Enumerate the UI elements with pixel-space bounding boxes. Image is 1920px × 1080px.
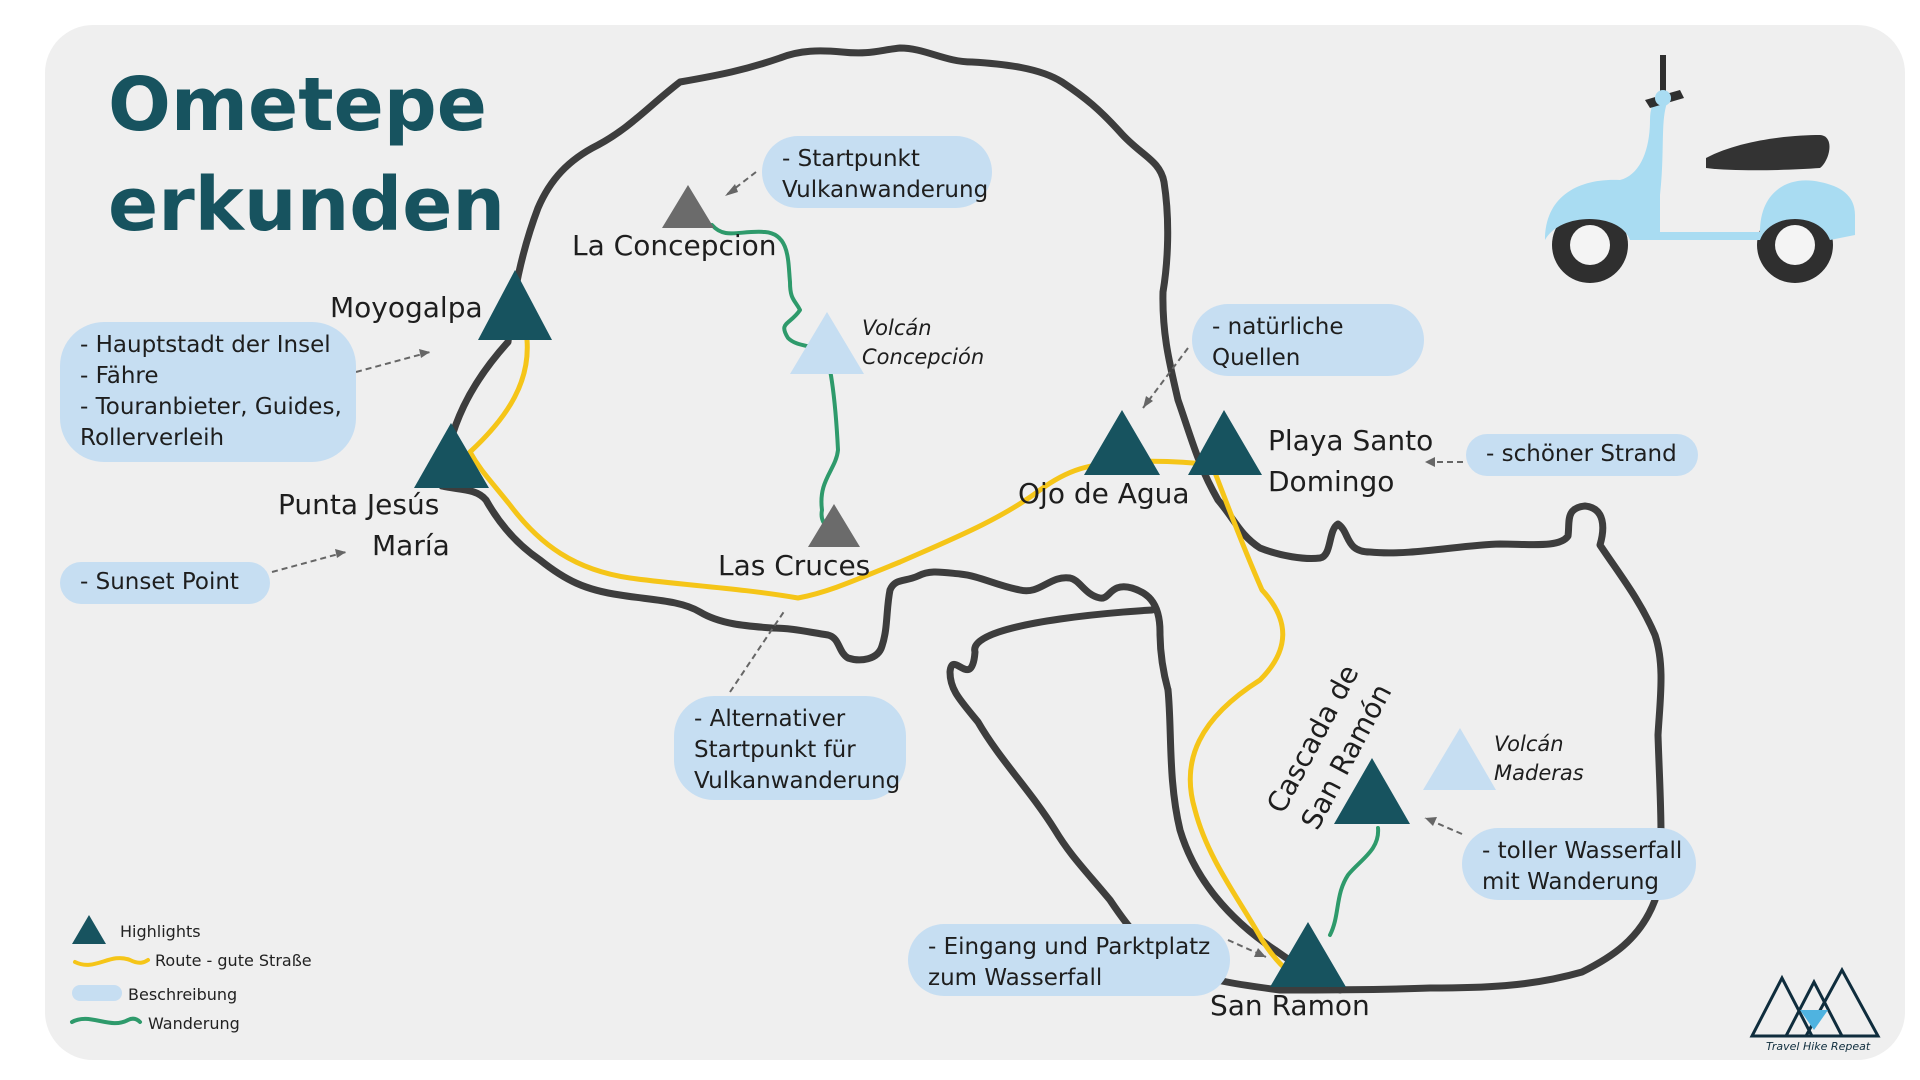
scooter-icon <box>1545 55 1855 283</box>
label-volcan-maderas-2: Maderas <box>1494 761 1584 786</box>
trail-concepcion <box>710 223 840 530</box>
coastline-maderas <box>438 482 1172 694</box>
label-punta-jesus-maria-1: Punta Jesús <box>278 488 440 521</box>
town-markers <box>662 185 860 547</box>
la-concepcion-town-icon <box>662 185 714 228</box>
san-ramon-highlight-icon <box>1270 922 1346 987</box>
label-punta-jesus-maria-2: María <box>372 529 450 562</box>
volcano-markers <box>790 312 1496 790</box>
label-playa-santo-domingo-2: Domingo <box>1268 465 1395 498</box>
note-line: Rollerverleih <box>80 425 225 451</box>
note-quellen: - natürliche Quellen <box>1192 304 1424 376</box>
note-alternativ: - Alternativer Startpunkt für Vulkanwand… <box>674 696 906 800</box>
note-line: - Touranbieter, Guides, <box>80 394 342 420</box>
note-line: - Hauptstadt der Insel <box>80 332 331 358</box>
note-startpunkt: - Startpunkt Vulkanwanderung <box>762 136 992 208</box>
note-line: - Eingang und Parktplatz <box>928 934 1211 960</box>
legend-beschreibung-swatch <box>72 985 122 1001</box>
note-line: zum Wasserfall <box>928 965 1103 991</box>
note-line: Vulkanwanderung <box>782 177 989 203</box>
label-volcan-concepcion-1: Volcán <box>862 316 932 340</box>
legend-highlight-icon <box>72 915 106 944</box>
legend-route-line <box>73 956 150 967</box>
note-line: - schöner Strand <box>1486 441 1677 467</box>
legend-route: Route - gute Straße <box>155 951 312 970</box>
note-line: - Fähre <box>80 363 159 389</box>
ojo-de-agua-highlight-icon <box>1084 410 1160 475</box>
mountains-logo-icon <box>1749 966 1881 1038</box>
label-san-ramon: San Ramon <box>1210 989 1370 1022</box>
label-playa-santo-domingo-1: Playa Santo <box>1268 424 1434 457</box>
label-moyogalpa: Moyogalpa <box>330 291 483 324</box>
cascada-highlight-icon <box>1334 758 1410 824</box>
volcan-concepcion-icon <box>790 312 864 374</box>
note-line: - Sunset Point <box>80 569 239 595</box>
label-ojo-de-agua: Ojo de Agua <box>1018 477 1190 510</box>
note-line: mit Wanderung <box>1482 869 1660 895</box>
note-sunset: - Sunset Point <box>60 562 270 604</box>
note-line: Startpunkt für <box>694 737 856 763</box>
title-line-2: erkunden <box>108 162 506 248</box>
legend-beschreibung: Beschreibung <box>128 985 238 1004</box>
logo-text: Travel Hike Repeat <box>1766 1040 1871 1053</box>
note-line: - toller Wasserfall <box>1482 838 1683 864</box>
trail-maderas <box>1328 826 1381 937</box>
legend-highlights: Highlights <box>120 922 201 941</box>
arrow-heads <box>335 184 1437 957</box>
note-line: - Startpunkt <box>782 146 920 172</box>
title-line-1: Ometepe <box>108 62 487 148</box>
label-volcan-maderas-1: Volcán <box>1494 732 1564 756</box>
note-line: - natürliche <box>1212 314 1344 340</box>
page-title: Ometepe erkunden <box>108 55 505 255</box>
route-road <box>467 337 1303 983</box>
label-volcan-maderas: Volcán Maderas <box>1494 730 1584 789</box>
label-la-concepcion: La Concepcion <box>572 229 777 262</box>
label-volcan-concepcion-2: Concepción <box>862 345 985 370</box>
punta-jesus-maria-highlight-icon <box>414 423 489 488</box>
note-hauptstadt: - Hauptstadt der Insel - Fähre - Touranb… <box>60 322 356 462</box>
legend-wanderung-line <box>70 1016 142 1026</box>
note-line: - Alternativer <box>694 706 846 732</box>
moyogalpa-highlight-icon <box>478 270 552 340</box>
note-line: Quellen <box>1212 345 1301 371</box>
note-strand: - schöner Strand <box>1466 434 1698 476</box>
note-eingang: - Eingang und Parktplatz zum Wasserfall <box>908 924 1230 996</box>
label-las-cruces: Las Cruces <box>718 549 871 582</box>
label-volcan-concepcion: Volcán Concepción <box>862 314 984 373</box>
note-line: Vulkanwanderung <box>694 768 901 794</box>
highlight-markers <box>72 270 1410 987</box>
volcan-maderas-icon <box>1423 728 1496 790</box>
note-wasserfall: - toller Wasserfall mit Wanderung <box>1462 828 1696 900</box>
las-cruces-town-icon <box>808 504 860 547</box>
playa-santo-domingo-highlight-icon <box>1188 410 1262 475</box>
legend-wanderung: Wanderung <box>148 1014 240 1033</box>
